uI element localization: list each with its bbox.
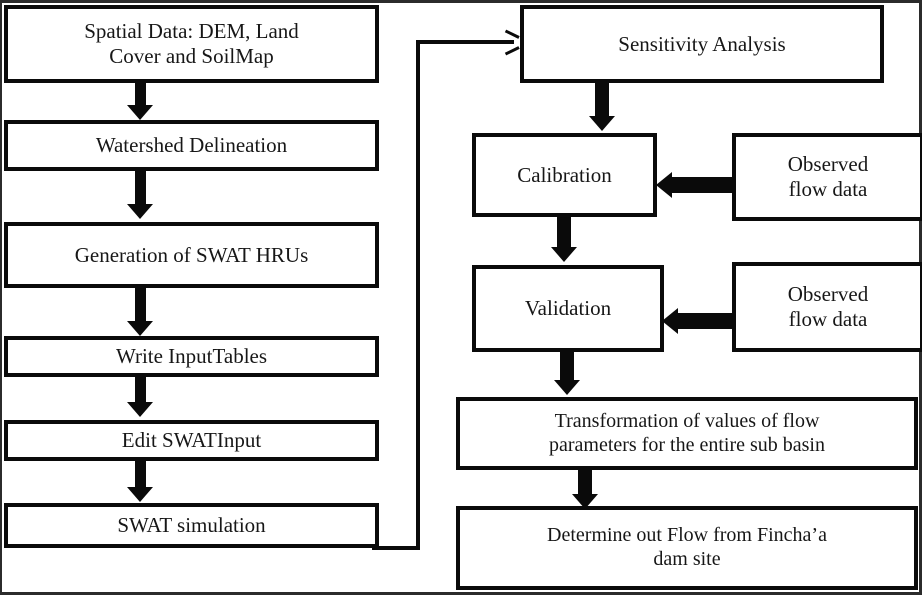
feedback-loop-top-segment [416,40,514,44]
edge-transformation-to-determine-arrowhead [572,494,598,509]
node-validation[interactable]: Validation [472,265,664,352]
edge-spatial-to-watershed-arrowhead [127,105,153,120]
edge-write-tables-to-edit-input-arrowhead [127,402,153,417]
node-swat-simulation-label: SWAT simulation [117,513,266,538]
node-determine-outflow-label: Determine out Flow from Fincha’a dam sit… [547,524,827,570]
node-watershed-delineation-label: Watershed Delineation [95,133,288,158]
edge-observed-to-validation-stem [678,313,734,329]
edge-hrus-to-write-tables-arrowhead [127,321,153,336]
node-edit-swat-input[interactable]: Edit SWATInput [4,420,379,461]
node-observed-flow-data-validation[interactable]: Observed flow data [732,262,922,352]
edge-edit-input-to-simulation-stem [135,461,146,489]
edge-sensitivity-to-calibration-arrowhead [589,116,615,131]
node-calibration-label: Calibration [517,162,612,187]
edge-calibration-to-validation-arrowhead [551,247,577,262]
edge-observed-to-validation-arrowhead [662,308,678,334]
node-sensitivity-analysis[interactable]: Sensitivity Analysis [520,5,884,83]
node-write-input-tables[interactable]: Write InputTables [4,336,379,377]
edge-validation-to-transformation-arrowhead [554,380,580,395]
edge-sensitivity-to-calibration-stem [595,83,609,118]
node-calibration[interactable]: Calibration [472,133,657,217]
edge-calibration-to-validation-stem [557,217,571,249]
page-frame-left-edge [0,0,2,595]
edge-spatial-to-watershed-stem [135,83,146,107]
node-determine-outflow[interactable]: Determine out Flow from Fincha’a dam sit… [456,506,918,590]
node-edit-swat-input-label: Edit SWATInput [121,428,262,453]
edge-observed-to-calibration-stem [672,177,734,193]
edge-transformation-to-determine-stem [578,470,592,497]
node-sensitivity-analysis-label: Sensitivity Analysis [618,31,786,56]
node-transformation-of-values[interactable]: Transformation of values of flow paramet… [456,397,918,470]
edge-observed-to-calibration-arrowhead [656,172,672,198]
node-write-input-tables-label: Write InputTables [115,344,268,369]
node-watershed-delineation[interactable]: Watershed Delineation [4,120,379,171]
node-generation-swat-hrus-label: Generation of SWAT HRUs [74,242,309,267]
node-swat-simulation[interactable]: SWAT simulation [4,503,379,548]
edge-hrus-to-write-tables-stem [135,288,146,323]
node-generation-swat-hrus[interactable]: Generation of SWAT HRUs [4,222,379,288]
node-validation-label: Validation [524,296,612,321]
page-frame-top-edge [0,0,922,3]
edge-write-tables-to-edit-input-stem [135,377,146,404]
node-spatial-data[interactable]: Spatial Data: DEM, Land Cover and SoilMa… [4,5,379,83]
feedback-loop-vertical-segment [416,40,420,548]
node-observed-flow-data-calibration[interactable]: Observed flow data [732,133,922,221]
edge-validation-to-transformation-stem [560,352,574,382]
feedback-loop-arrowhead [504,35,518,49]
edge-watershed-to-hrus-arrowhead [127,204,153,219]
page-frame-bottom-edge [0,592,922,595]
feedback-loop-bottom-segment [372,546,420,550]
node-transformation-of-values-label: Transformation of values of flow paramet… [548,409,825,456]
edge-edit-input-to-simulation-arrowhead [127,487,153,502]
node-spatial-data-label: Spatial Data: DEM, Land Cover and SoilMa… [84,19,299,68]
edge-watershed-to-hrus-stem [135,171,146,206]
node-observed-flow-data-validation-label: Observed flow data [787,282,869,331]
node-observed-flow-data-calibration-label: Observed flow data [787,152,869,201]
